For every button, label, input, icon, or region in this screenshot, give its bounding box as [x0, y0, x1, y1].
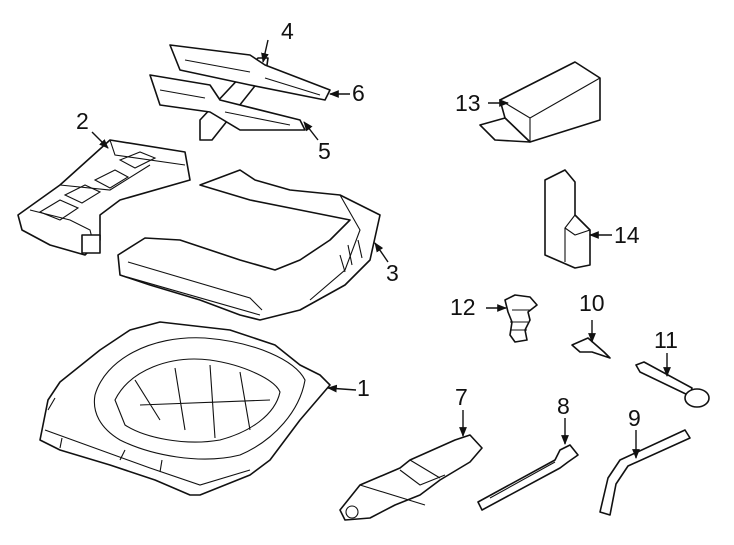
part-3-floor-frame — [117, 169, 381, 321]
callout-1: 1 — [357, 375, 370, 401]
part-14-foam-block — [544, 169, 591, 269]
part-8-jack-handle — [477, 444, 579, 511]
part-6-upper-tray — [169, 44, 331, 101]
part-2-storage-tray — [17, 139, 191, 256]
callout-7: 7 — [455, 384, 468, 410]
callout-13: 13 — [455, 90, 481, 116]
callout-4: 4 — [281, 18, 294, 44]
callout-2: 2 — [76, 108, 89, 134]
part-13-bag — [479, 61, 601, 143]
callout-8: 8 — [557, 393, 570, 419]
leader-lines — [91, 39, 671, 459]
callout-14: 14 — [614, 222, 640, 248]
callout-12: 12 — [450, 294, 476, 320]
part-10-clip — [571, 337, 611, 359]
callout-11: 11 — [654, 327, 678, 353]
part-7-scissor-jack — [339, 434, 483, 521]
part-9-extension-bar — [599, 429, 691, 516]
callout-9: 9 — [628, 405, 641, 431]
part-11-lug-wrench — [635, 361, 710, 408]
part-12-hold-down-bolt — [504, 294, 538, 343]
part-1-floor-pan — [39, 321, 331, 496]
callout-3: 3 — [386, 260, 399, 286]
callout-5: 5 — [318, 138, 331, 164]
callout-6: 6 — [352, 80, 365, 106]
callout-10: 10 — [579, 290, 605, 316]
